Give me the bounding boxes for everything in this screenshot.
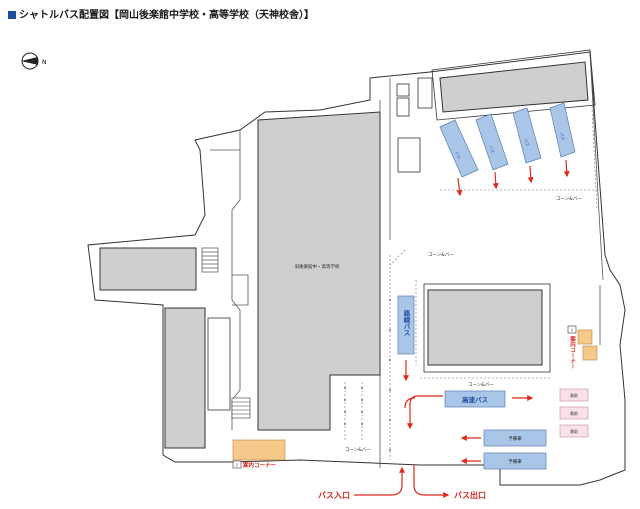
map-title-text: シャトルバス配置図【岡山後楽館中学校・高等学校（天神校舎）】 (19, 10, 314, 21)
cone-label-2: コーン&バー (428, 252, 454, 258)
south-west-building (164, 307, 206, 449)
cone-label-4: コーン&バー (345, 447, 371, 453)
guide-corner-bottom: i 案内コーナー (232, 460, 277, 469)
cone-label-1: コーン&バー (556, 196, 582, 202)
parked-bus-label-4: バス (559, 132, 566, 141)
east-building (427, 289, 543, 366)
reserve-bus-1-label: 予備車 (508, 435, 522, 442)
parked-bus-label-2: バス (488, 145, 495, 154)
main-building (257, 111, 381, 431)
cone-dots (344, 299, 391, 451)
cone-label-3: コーン&バー (468, 382, 494, 388)
compass: N (21, 52, 47, 70)
title-square-icon (8, 11, 16, 19)
rescue-box-label-1: 救助 (570, 392, 578, 398)
north-arrow-icon (21, 57, 38, 65)
reserve-bus-2-vehicle (483, 452, 547, 470)
local-bus-vehicle (397, 295, 415, 355)
north-label: N (42, 59, 47, 66)
info-icon-right-glyph: i (571, 328, 572, 334)
info-icon-glyph: i (236, 463, 237, 469)
parked-bus-4 (549, 102, 576, 158)
guide-corner-right-area (577, 329, 598, 361)
rescue-boxes (559, 388, 589, 438)
bus-entrance-label: バス入口 (318, 491, 350, 500)
guide-corner-right-label: 案内コーナー (569, 335, 577, 370)
info-icon (232, 460, 242, 469)
parked-bus-2 (475, 113, 509, 171)
north-building (439, 61, 589, 113)
reserve-bus-2-label: 予備車 (508, 458, 522, 465)
local-bus-label: 路線バス (402, 309, 410, 337)
east-building-outline (423, 283, 551, 373)
stairs (201, 247, 251, 419)
west-building (99, 247, 197, 291)
express-bus-label: 高速バス (462, 395, 488, 404)
buildings (99, 61, 589, 449)
small-structures (207, 77, 433, 411)
parked-bus-labels: バス バス バス バス (454, 132, 566, 160)
rescue-box-label-2: 救助 (570, 410, 578, 416)
rescue-box-label-3: 救助 (570, 428, 578, 434)
building-label: 旧後楽館中・高等学校 (295, 263, 340, 270)
cone-barriers (344, 109, 600, 460)
parked-bus-1 (439, 119, 479, 178)
guide-corner-right: i 案内コーナー (567, 325, 577, 370)
north-building-outline (431, 49, 596, 121)
map-title: シャトルバス配置図【岡山後楽館中学校・高等学校（天神校舎）】 (8, 6, 314, 21)
reserve-bus-1-vehicle (483, 429, 547, 447)
guide-corner-bottom-area (232, 439, 286, 461)
info-icon-right (567, 325, 577, 334)
rescue-box-labels: 救助 救助 救助 (570, 392, 578, 434)
bus-exit-label: バス出口 (454, 490, 486, 500)
parked-bus-label-1: バス (454, 150, 462, 159)
express-bus-vehicle (444, 390, 506, 408)
guide-corner-bottom-label: 案内コーナー (242, 461, 277, 469)
parked-bus-3 (512, 107, 542, 164)
parked-bus-label-3: バス (523, 138, 530, 147)
route-arrows (354, 159, 570, 498)
parked-buses (439, 102, 576, 178)
